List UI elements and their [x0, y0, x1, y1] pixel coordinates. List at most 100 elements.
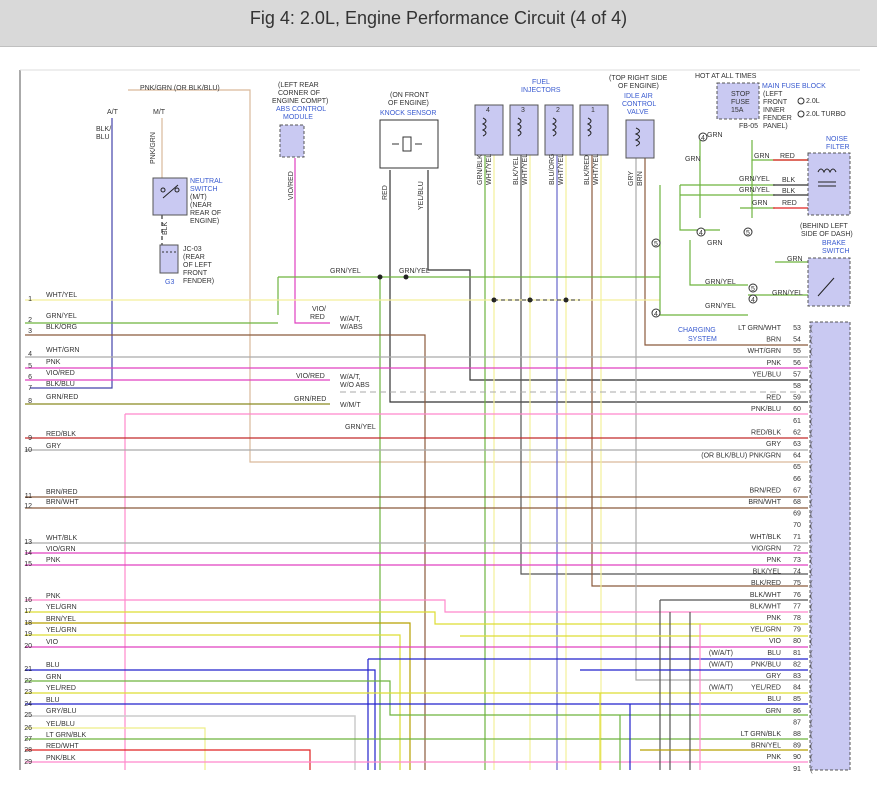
neutral-switch-desc-4: ENGINE)	[190, 218, 219, 225]
svg-text:GRN: GRN	[707, 240, 723, 247]
brake-switch: (BEHIND LEFT SIDE OF DASH) BRAKE SWITCH	[800, 223, 853, 307]
svg-text:4: 4	[486, 107, 490, 114]
right-pin-label: WHT/GRN	[748, 348, 781, 355]
right-pin-label: BRN/WHT	[748, 499, 781, 506]
svg-text:KNOCK SENSOR: KNOCK SENSOR	[380, 110, 436, 117]
right-pin-label: GRY	[766, 673, 781, 680]
svg-text:PNK/GRN: PNK/GRN	[150, 132, 157, 164]
right-pin-number: 82	[793, 661, 801, 668]
right-pin-number: 80	[793, 638, 801, 645]
right-pin-label: BLK/WHT	[750, 592, 782, 599]
neutral-switch: NEUTRAL SWITCH (M/T) (NEAR REAR OF ENGIN…	[152, 177, 223, 225]
left-pin-number: 22	[24, 678, 32, 685]
left-pin-label: BRN/WHT	[46, 499, 79, 506]
right-pin-number: 71	[793, 534, 801, 541]
idle-air-control-valve: (TOP RIGHT SIDE OF ENGINE) IDLE AIR CONT…	[609, 75, 668, 159]
left-pin-label: VIO/RED	[46, 370, 75, 377]
svg-text:W/A/T,: W/A/T,	[340, 374, 361, 381]
svg-text:YEL/BLU: YEL/BLU	[418, 181, 425, 210]
svg-text:GRN/YEL: GRN/YEL	[399, 268, 430, 275]
right-pin-terminal: (	[810, 394, 813, 403]
svg-text:FENDER: FENDER	[763, 115, 792, 122]
right-pin-number: 54	[793, 337, 801, 344]
right-pin-number: 87	[793, 719, 801, 726]
right-pin-terminal: (	[810, 695, 813, 704]
right-pin-terminal: (	[810, 579, 813, 588]
left-pin-label: PNK/BLK	[46, 755, 76, 762]
svg-text:HOT AT ALL TIMES: HOT AT ALL TIMES	[695, 73, 757, 80]
right-pin-terminal: (	[810, 602, 813, 611]
svg-text:GRN: GRN	[707, 132, 723, 139]
right-pin-label: VIO/GRN	[751, 545, 781, 552]
left-pin-number: 7	[28, 385, 32, 392]
svg-text:4: 4	[699, 230, 703, 237]
svg-text:SWITCH: SWITCH	[822, 248, 850, 255]
svg-text:BRAKE: BRAKE	[822, 240, 846, 247]
right-pin-terminal: (	[810, 660, 813, 669]
left-pin-number: 24	[24, 701, 32, 708]
neutral-switch-desc-1: (M/T)	[190, 194, 207, 201]
svg-text:3: 3	[521, 107, 525, 114]
left-pin-label: PNK	[46, 593, 61, 600]
svg-text:BLK/YEL: BLK/YEL	[513, 156, 520, 185]
svg-text:WHT/YEL: WHT/YEL	[486, 154, 493, 185]
right-pin-number: 63	[793, 441, 801, 448]
left-pin-label: WHT/BLK	[46, 535, 77, 542]
right-pin-number: 84	[793, 685, 801, 692]
right-pin-label: BLK/RED	[751, 580, 781, 587]
svg-text:2: 2	[556, 107, 560, 114]
svg-text:15A: 15A	[731, 107, 744, 114]
svg-text:CONTROL: CONTROL	[622, 101, 656, 108]
right-pin-terminal: (	[810, 324, 813, 333]
svg-text:GRN/YEL: GRN/YEL	[330, 268, 361, 275]
left-pin-label: VIO	[46, 639, 59, 646]
right-pin-terminal: (	[810, 718, 813, 727]
svg-text:5: 5	[746, 230, 750, 237]
svg-text:ABS CONTROL: ABS CONTROL	[276, 106, 326, 113]
right-pin-label: PNK	[767, 615, 782, 622]
right-pin-label: PNK	[767, 754, 782, 761]
svg-text:SYSTEM: SYSTEM	[688, 336, 717, 343]
right-pin-terminal: (	[810, 765, 813, 774]
right-pin-terminal: (	[810, 556, 813, 565]
svg-text:INJECTORS: INJECTORS	[521, 87, 561, 94]
svg-text:BLK/RED: BLK/RED	[584, 155, 591, 185]
knock-sensor: (ON FRONT OF ENGINE) KNOCK SENSOR	[379, 92, 439, 169]
jc03-connector: JC-03 (REAR OF LEFT FRONT FENDER) G3	[159, 244, 214, 286]
left-pin-label: YEL/RED	[46, 685, 76, 692]
right-pin-terminal: (	[810, 382, 813, 391]
svg-text:4: 4	[751, 297, 755, 304]
left-pin-label: RED/BLK	[46, 431, 76, 438]
svg-text:FRONT: FRONT	[763, 99, 788, 106]
abs-control-module: (LEFT REAR CORNER OF ENGINE COMPT) ABS C…	[272, 82, 328, 158]
right-pin-terminal: (	[810, 336, 813, 345]
right-pin-number: 75	[793, 580, 801, 587]
right-pin-terminal: (	[810, 510, 813, 519]
right-pin-terminal: (	[810, 649, 813, 658]
left-pin-number: 9	[28, 435, 32, 442]
right-pin-number: 85	[793, 696, 801, 703]
right-pin-terminal: (	[810, 707, 813, 716]
right-pin-number: 61	[793, 418, 801, 425]
left-pin-label: BRN/YEL	[46, 616, 76, 623]
right-pin-number: 72	[793, 545, 801, 552]
left-pin-number: 18	[24, 620, 32, 627]
left-pin-label: WHT/YEL	[46, 292, 77, 299]
svg-text:NOISE: NOISE	[826, 136, 848, 143]
left-pin-label: GRN/YEL	[46, 313, 77, 320]
neutral-switch-name-2: SWITCH	[190, 186, 218, 193]
svg-text:MAIN FUSE BLOCK: MAIN FUSE BLOCK	[762, 83, 826, 90]
right-pin-number: 60	[793, 406, 801, 413]
right-pin-label: RED/BLK	[751, 429, 781, 436]
right-pin-terminal: (	[810, 452, 813, 461]
right-pin-number: 81	[793, 650, 801, 657]
right-pin-number: 65	[793, 464, 801, 471]
svg-text:PANEL): PANEL)	[763, 123, 788, 130]
right-pin-terminal: (	[810, 626, 813, 635]
svg-text:W/A/T,: W/A/T,	[340, 316, 361, 323]
top-wire-labels: PNK/GRN (OR BLK/BLU) A/T M/T BLK/ BLU PN…	[96, 85, 644, 431]
right-pin-label: VIO	[769, 638, 782, 645]
right-pin-terminal: (	[810, 347, 813, 356]
svg-text:2.0L TURBO: 2.0L TURBO	[806, 111, 846, 118]
left-pin-number: 27	[24, 736, 32, 743]
